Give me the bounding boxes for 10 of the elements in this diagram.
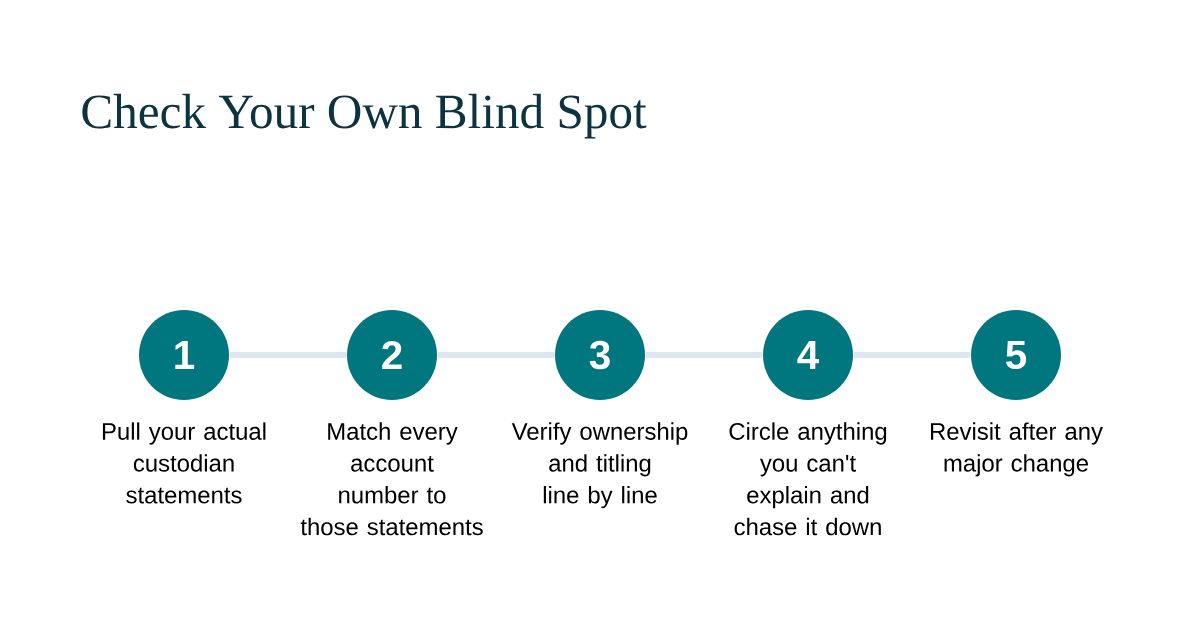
connector-line — [229, 352, 347, 358]
step-caption: Verify ownership and titling line by line — [511, 422, 688, 509]
step-caption: Revisit after any major change — [930, 422, 1103, 477]
step-caption: Match every account number to those statements — [300, 422, 483, 536]
connector-line — [645, 352, 763, 358]
step-caption: Circle anything you can't explain and chase it down — [729, 422, 887, 536]
step-caption: Pull your actual custodian statements — [102, 422, 266, 504]
title: Check Your Own Blind Spot — [82, 93, 647, 139]
connector-line — [853, 352, 971, 358]
connector-line — [437, 352, 555, 358]
